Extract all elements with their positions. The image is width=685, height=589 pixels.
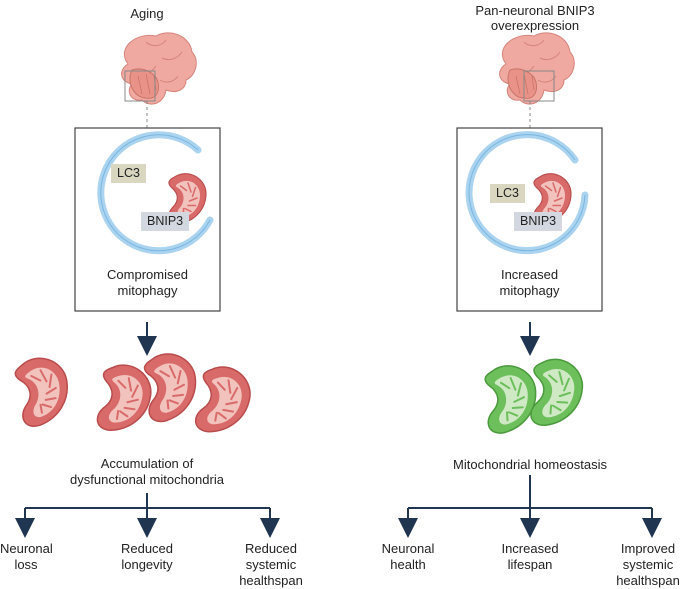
left-outcome-2-line2: longevity bbox=[121, 557, 173, 572]
left-result-caption: Accumulation of dysfunctional mitochondr… bbox=[57, 456, 237, 488]
right-outcome-3-line2: systemic bbox=[622, 557, 674, 572]
brain-zoom-box-right bbox=[523, 70, 555, 102]
left-result-line2: dysfunctional mitochondria bbox=[70, 472, 224, 487]
left-box-caption: Compromised mitophagy bbox=[80, 267, 215, 299]
dysfunctional-mitochondrion-1 bbox=[12, 352, 75, 430]
right-box-caption-line2: mitophagy bbox=[499, 283, 560, 298]
left-outcome-3-line2: systemic bbox=[245, 557, 297, 572]
right-outcome-1-line1: Neuronal bbox=[381, 541, 435, 556]
right-outcome-3-line1: Improved bbox=[620, 541, 676, 556]
left-outcome-1-line2: loss bbox=[14, 557, 38, 572]
lc3-tag-right: LC3 bbox=[490, 184, 525, 203]
healthy-mitochondrion-2 bbox=[529, 356, 586, 429]
left-outcome-1: Neuronal loss bbox=[0, 541, 53, 573]
right-result-caption: Mitochondrial homeostasis bbox=[453, 457, 607, 472]
right-title-line1: Pan-neuronal BNIP3 bbox=[475, 3, 595, 18]
left-outcome-1-line1: Neuronal bbox=[0, 541, 53, 556]
bnip3-tag-left: BNIP3 bbox=[141, 212, 190, 231]
panel-box-right bbox=[456, 127, 603, 312]
right-box-caption: Increased mitophagy bbox=[462, 267, 597, 299]
right-outcome-2-line2: lifespan bbox=[507, 557, 553, 572]
left-box-caption-line1: Compromised bbox=[107, 267, 188, 282]
right-title: Pan-neuronal BNIP3 overexpression bbox=[460, 3, 610, 33]
left-title: Aging bbox=[130, 6, 164, 21]
left-outcome-3-line1: Reduced bbox=[244, 541, 298, 556]
left-outcome-2-line1: Reduced bbox=[120, 541, 174, 556]
right-outcome-1-line2: health bbox=[390, 557, 426, 572]
left-outcome-2: Reduced longevity bbox=[112, 541, 182, 573]
brain-zoom-box-left bbox=[124, 70, 156, 102]
dysfunctional-mitochondrion-4 bbox=[192, 362, 256, 439]
right-title-line2: overexpression bbox=[490, 18, 580, 33]
right-outcome-3-line3: healthspan bbox=[616, 573, 680, 588]
left-outcome-3-line3: healthspan bbox=[239, 573, 303, 588]
left-box-caption-line2: mitophagy bbox=[117, 283, 178, 298]
left-result-line1: Accumulation of bbox=[100, 456, 194, 471]
right-outcome-3: Improved systemic healthspan bbox=[612, 541, 684, 589]
panel-box-left bbox=[74, 127, 221, 312]
dysfunctional-mitochondrion-3 bbox=[142, 350, 201, 424]
healthy-mitochondrion-1 bbox=[483, 362, 540, 435]
dysfunctional-mitochondrion-2 bbox=[95, 361, 156, 437]
brain-illustration-left bbox=[121, 32, 197, 105]
right-outcome-2: Increased lifespan bbox=[494, 541, 566, 573]
right-outcome-1: Neuronal health bbox=[374, 541, 442, 573]
brain-illustration-right bbox=[499, 32, 575, 105]
right-box-caption-line1: Increased bbox=[500, 267, 559, 282]
lc3-tag-left: LC3 bbox=[111, 164, 146, 183]
bnip3-tag-right: BNIP3 bbox=[514, 212, 563, 231]
right-outcome-2-line1: Increased bbox=[501, 541, 559, 556]
